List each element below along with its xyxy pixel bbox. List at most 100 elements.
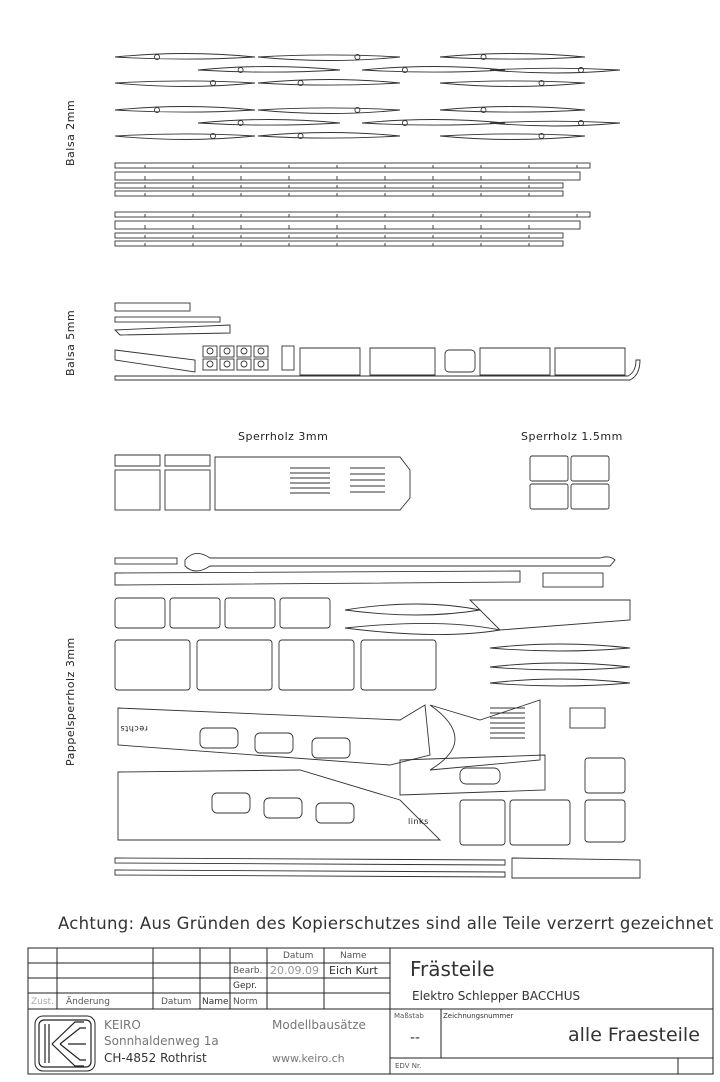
frame-part <box>459 799 506 846</box>
drawing-title: Frästeile <box>410 957 495 981</box>
lightening-hole <box>354 107 361 113</box>
rib-part <box>257 107 401 114</box>
section-label-sperrholz-1-5mm: Sperrholz 1.5mm <box>521 430 623 443</box>
poplar-bulkhead <box>278 639 355 691</box>
lightening-hole <box>297 80 304 86</box>
small-plate <box>529 483 569 510</box>
lightening-hole <box>154 107 160 113</box>
poplar-strip <box>114 857 506 866</box>
side-window <box>211 792 251 814</box>
poplar-frame <box>279 597 331 629</box>
poplar-spar <box>114 570 521 586</box>
balsa-block <box>281 345 295 371</box>
small-plate <box>529 455 569 482</box>
frame-part <box>114 454 161 467</box>
bearb-label: Bearb. <box>233 966 263 976</box>
balsa-strip <box>113 324 231 336</box>
balsa-block <box>253 358 269 371</box>
rib-part <box>257 54 401 61</box>
rib-part <box>197 119 341 126</box>
poplar-strip <box>114 557 178 565</box>
stringer-strip <box>114 162 591 169</box>
balsa-hole <box>223 347 231 355</box>
bearb-date: 20.09.09 <box>270 964 319 977</box>
rib-part <box>197 66 341 73</box>
balsa-block <box>236 345 252 358</box>
balsa-plate <box>369 347 436 376</box>
rib-part <box>439 80 586 87</box>
lightening-hole <box>237 67 244 73</box>
poplar-rib <box>344 623 501 635</box>
balsa-hole <box>206 347 214 355</box>
poplar-frame <box>169 597 221 629</box>
stringer-strip <box>114 171 581 181</box>
lightening-hole <box>210 133 216 139</box>
norm-label: Norm <box>233 997 258 1007</box>
stringer-strip <box>114 240 564 247</box>
lightening-hole <box>538 80 545 86</box>
company-name: KEIRO <box>104 1018 141 1032</box>
lightening-hole <box>480 107 487 113</box>
lightening-hole <box>354 54 361 60</box>
fuselage-side-left <box>117 769 442 841</box>
aenderung-label: Änderung <box>66 997 110 1007</box>
poplar-strips-short <box>511 857 641 879</box>
poplar-rib <box>489 643 631 652</box>
side-window <box>315 802 355 824</box>
rib-part <box>361 66 506 73</box>
cockpit-former <box>429 699 541 771</box>
frame-part <box>114 469 161 511</box>
hatch-plate <box>399 754 546 796</box>
poplar-plate <box>542 572 604 588</box>
copy-protection-warning: Achtung: Aus Gründen des Kopierschutzes … <box>58 914 714 933</box>
balsa-plate <box>299 347 361 376</box>
stringer-strip <box>114 211 591 218</box>
lightening-hole <box>154 54 160 60</box>
section-label-pappelsperrholz-3mm: Pappelsperrholz 3mm <box>64 637 77 766</box>
poplar-rib <box>489 678 631 687</box>
rib-part <box>114 133 256 140</box>
balsa-plate <box>479 347 551 376</box>
balsa-hole <box>240 347 248 355</box>
poplar-spar <box>184 553 616 572</box>
lightening-hole <box>578 120 584 126</box>
stringer-strip <box>114 190 564 197</box>
poplar-strip <box>114 869 506 878</box>
lightening-hole <box>578 67 584 73</box>
company-website: www.keiro.ch <box>272 1052 345 1065</box>
section-label-balsa-2mm: Balsa 2mm <box>64 99 77 166</box>
balsa-block <box>219 345 235 358</box>
rib-part <box>114 80 256 87</box>
company-city: CH-4852 Rothrist <box>104 1051 207 1065</box>
small-frame <box>584 757 626 794</box>
balsa-hole <box>206 360 214 368</box>
rib-part <box>114 53 256 60</box>
lightening-hole <box>401 120 408 126</box>
lightening-hole <box>237 120 244 126</box>
rib-part <box>361 119 506 126</box>
poplar-bulkhead <box>196 639 273 691</box>
balsa-block <box>202 358 218 371</box>
frame-part <box>164 454 211 467</box>
balsa-strip <box>114 316 221 323</box>
poplar-plate <box>468 599 631 631</box>
balsa-strip <box>114 302 191 312</box>
side-window <box>199 727 239 749</box>
zeichnungsnummer-value: alle Fraesteile <box>568 1024 700 1046</box>
balsa-wedge <box>114 349 196 373</box>
lightening-hole <box>401 67 408 73</box>
rib-part <box>489 67 621 74</box>
rib-part <box>439 133 586 140</box>
balsa-hole <box>223 360 231 368</box>
stringer-strip <box>114 220 581 230</box>
title-block-frame <box>27 947 714 1075</box>
header-name: Name <box>340 951 367 961</box>
poplar-bulkhead <box>360 639 437 691</box>
balsa-plate <box>554 347 626 376</box>
poplar-rib <box>344 603 481 616</box>
company-street: Sonnhaldenweg 1a <box>104 1034 219 1048</box>
rib-part <box>257 132 401 139</box>
massstab-value: -- <box>410 1030 421 1046</box>
frame-part <box>509 799 571 846</box>
